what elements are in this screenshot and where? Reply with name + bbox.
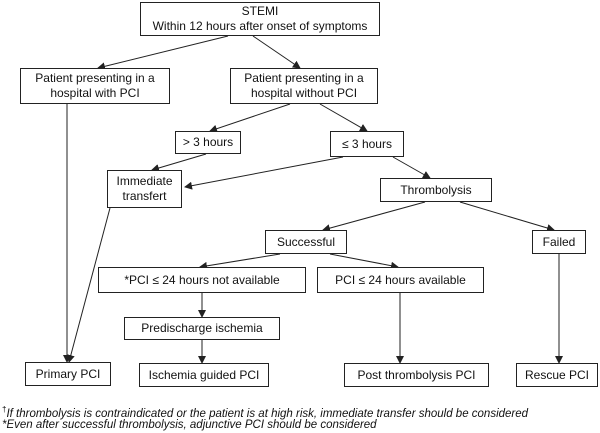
immediate-line1: Immediate	[116, 174, 173, 188]
gt3-hours-label: > 3 hours	[182, 135, 234, 149]
gt3-hours-box: > 3 hours	[175, 131, 241, 154]
arrow-le3-to-thrombolysis	[392, 156, 431, 179]
no-pci-hospital-box: Patient presenting in a hospital without…	[230, 68, 378, 104]
predischarge-ischemia-box: Predischarge ischemia	[124, 317, 280, 340]
stemi-title: STEMI	[241, 4, 279, 18]
arrow-successful-to-pci-not-avail	[199, 253, 281, 270]
primary-pci-label: Primary PCI	[35, 366, 101, 381]
pci-available-label: PCI ≤ 24 hours available	[335, 272, 466, 287]
successful-box: Successful	[265, 230, 347, 254]
rescue-pci-label: Rescue PCI	[524, 367, 590, 382]
predischarge-label: Predischarge ischemia	[141, 321, 263, 335]
pci-hospital-line1: Patient presenting in a	[35, 71, 155, 85]
stemi-box: STEMI Within 12 hours after onset of sym…	[140, 2, 380, 36]
footnote-dagger-text: If thrombolysis is contraindicated or th…	[6, 407, 529, 420]
thrombolysis-box: Thrombolysis	[380, 178, 492, 202]
rescue-pci-box: Rescue PCI	[516, 363, 598, 387]
no-pci-hospital-line2: hospital without PCI	[250, 86, 358, 100]
arrow-thrombolysis-to-failed	[459, 201, 555, 232]
arrow-le3-to-immediate	[184, 156, 344, 190]
arrow-no-pci-to-gt3	[209, 103, 291, 133]
pci-not-available-box: *PCI ≤ 24 hours not available	[98, 267, 306, 293]
le3-hours-label: ≤ 3 hours	[342, 136, 392, 151]
footnote-dagger: †If thrombolysis is contraindicated or t…	[2, 403, 528, 421]
dagger-symbol: †	[2, 405, 7, 414]
successful-label: Successful	[276, 234, 336, 249]
arrow-thrombolysis-to-successful	[322, 201, 426, 233]
arrow-stemi-to-pci-hospital	[97, 35, 229, 71]
immediate-transfer-box: Immediate transfert	[107, 170, 182, 208]
failed-box: Failed	[532, 230, 586, 254]
pci-not-available-label: *PCI ≤ 24 hours not available	[124, 272, 280, 287]
ischemia-guided-pci-box: Ischemia guided PCI	[139, 363, 269, 387]
no-pci-hospital-line1: Patient presenting in a	[244, 71, 364, 85]
arrow-no-pci-to-le3	[319, 103, 368, 132]
pci-hospital-box: Patient presenting in a hospital with PC…	[20, 68, 170, 104]
arrow-stemi-to-no-pci-hospital	[252, 35, 301, 69]
arrow-successful-to-pci-avail	[329, 253, 399, 270]
pci-available-box: PCI ≤ 24 hours available	[317, 267, 484, 293]
ischemia-guided-pci-label: Ischemia guided PCI	[148, 367, 260, 382]
immediate-line2: transfert	[122, 189, 167, 203]
arrow-immediate-to-primary	[66, 207, 111, 363]
failed-label: Failed	[542, 234, 576, 249]
post-thrombolysis-pci-box: Post thrombolysis PCI	[344, 363, 489, 387]
le3-hours-box: ≤ 3 hours	[330, 131, 404, 157]
post-thrombolysis-pci-label: Post thrombolysis PCI	[357, 367, 476, 382]
footnote-star-text: *Even after successful thrombolysis, adj…	[2, 419, 377, 431]
footnote-star: *Even after successful thrombolysis, adj…	[2, 418, 377, 432]
stemi-subtitle: Within 12 hours after onset of symptoms	[152, 19, 368, 33]
primary-pci-box: Primary PCI	[25, 362, 111, 386]
arrow-gt3-to-immediate	[151, 153, 207, 172]
thrombolysis-label: Thrombolysis	[400, 182, 472, 197]
pci-hospital-line2: hospital with PCI	[50, 86, 140, 100]
